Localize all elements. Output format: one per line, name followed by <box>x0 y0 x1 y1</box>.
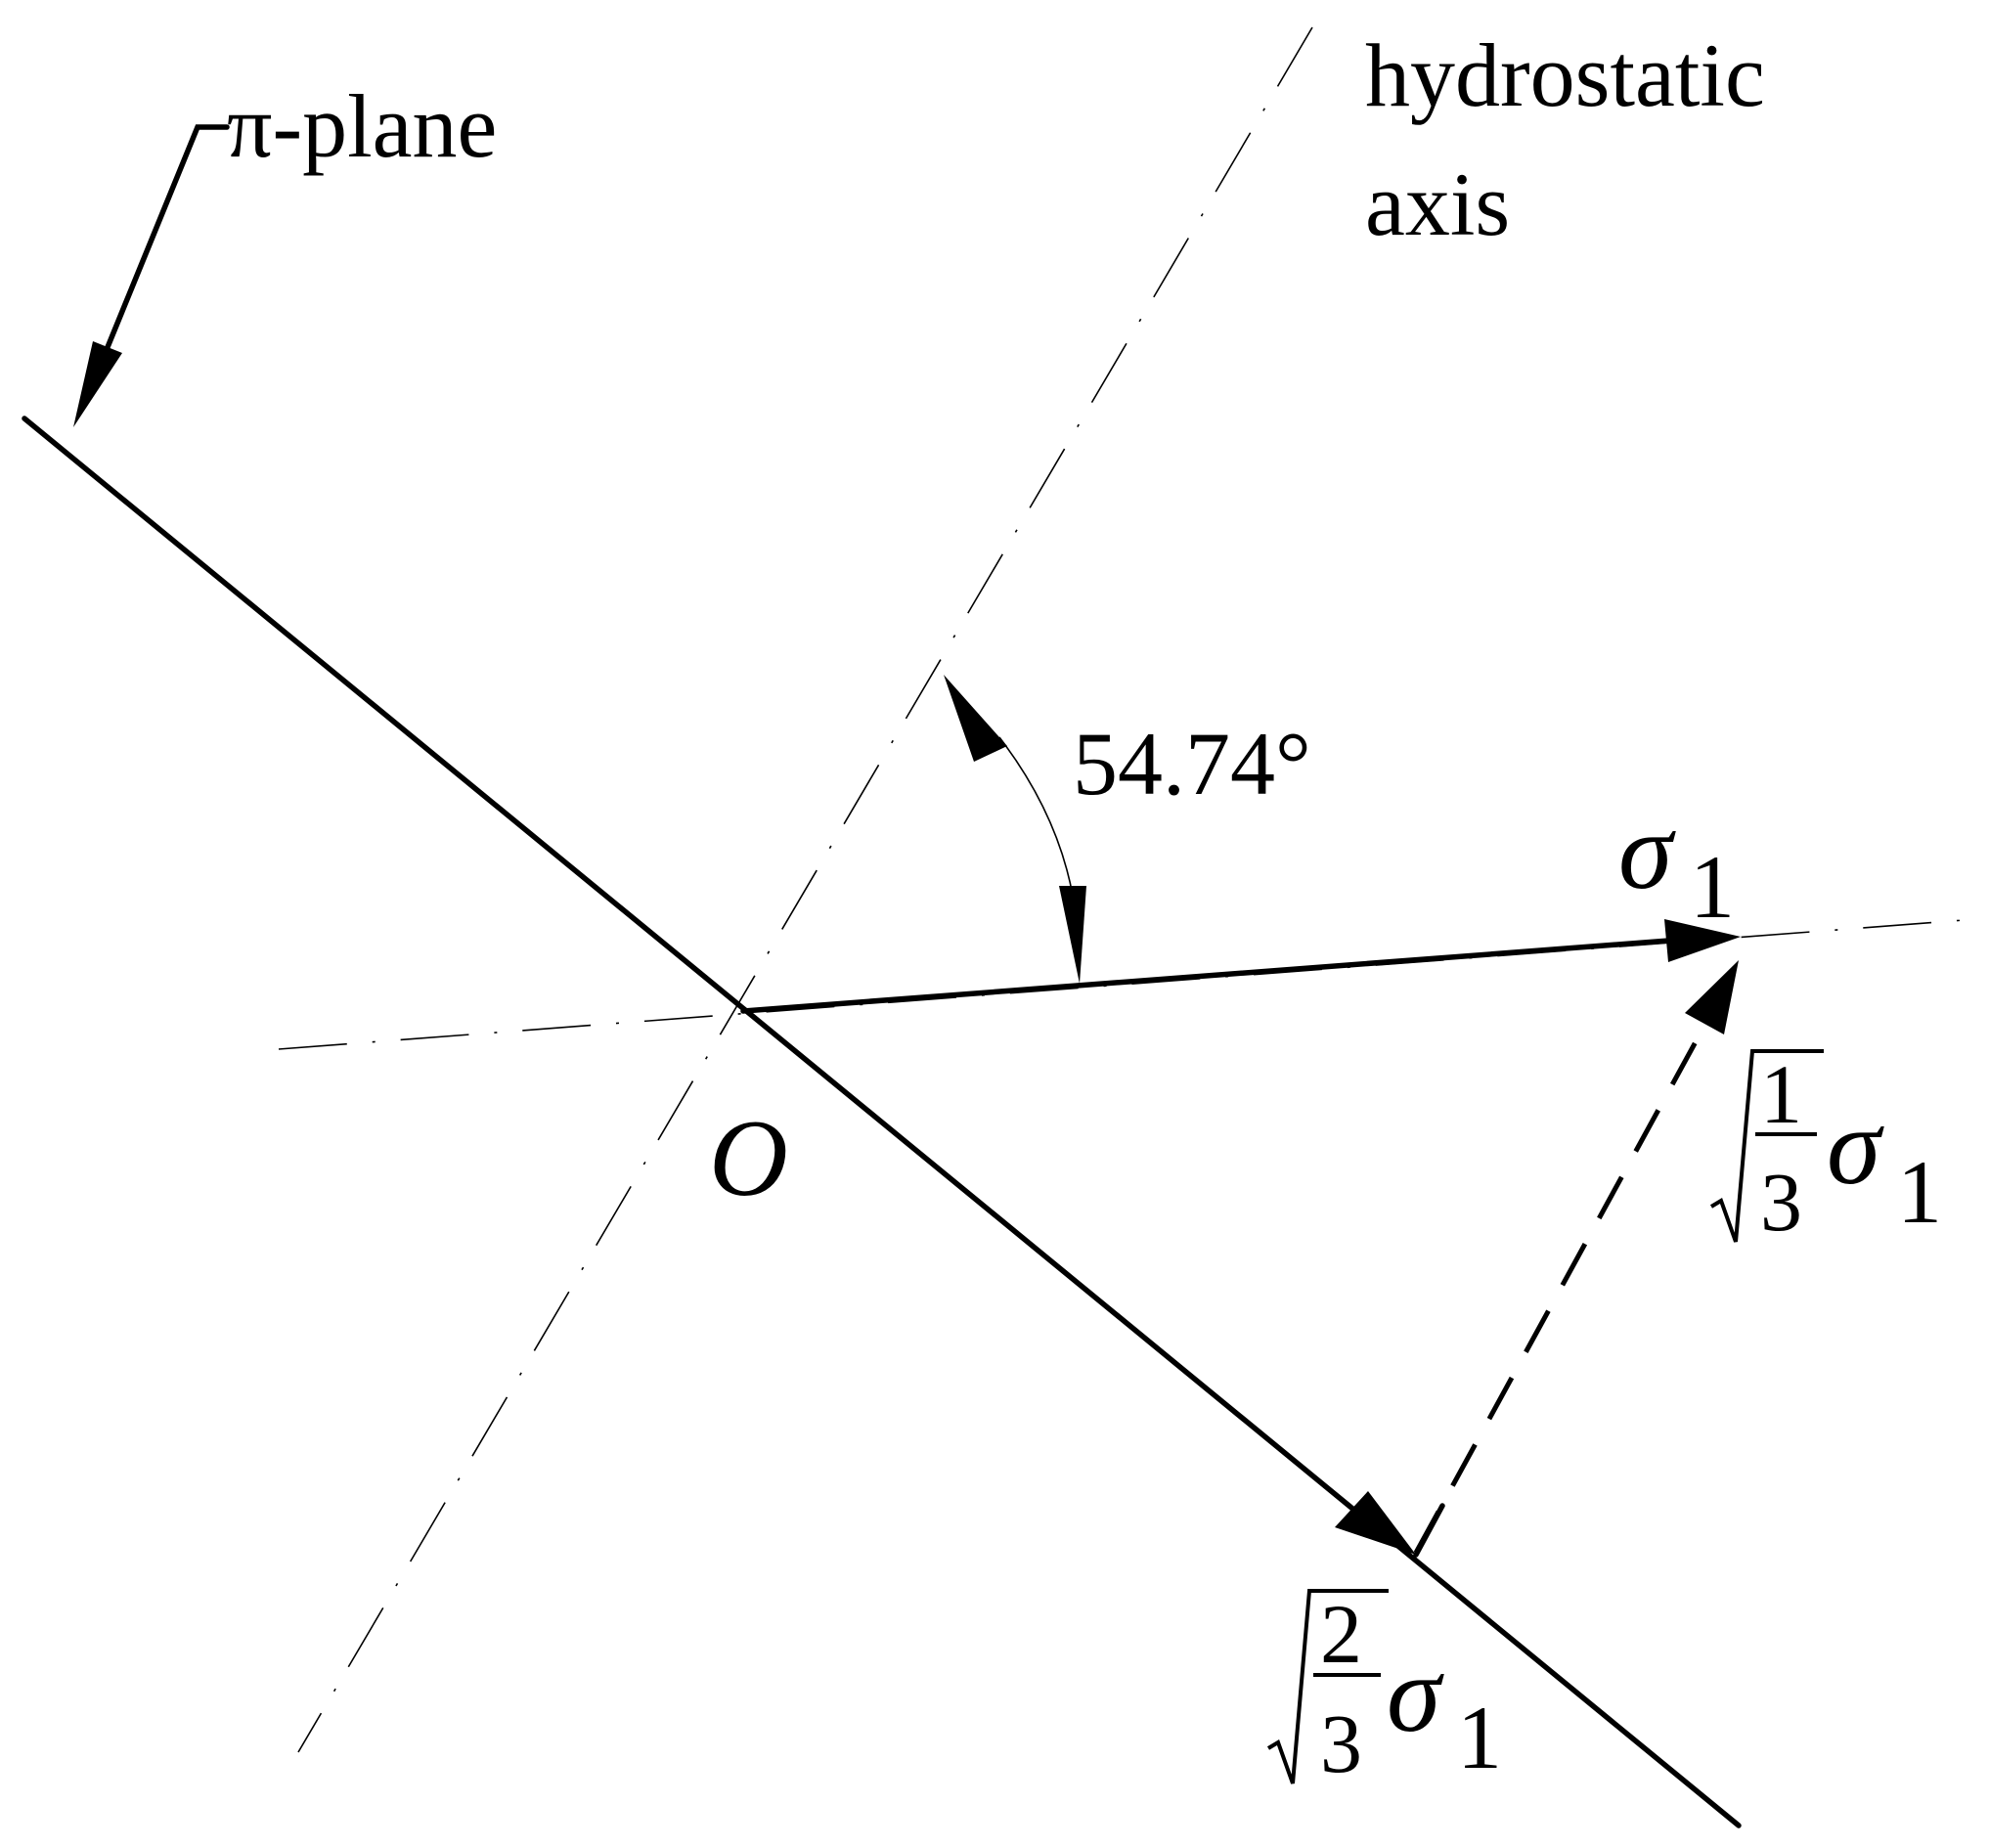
svg-text:1: 1 <box>1457 1688 1502 1787</box>
hydrostatic-component-dashed-line <box>1413 1015 1712 1555</box>
hydrostatic-axis-label-line1: hydrostatic <box>1365 25 1765 125</box>
pi-plane-label: π-plane <box>227 76 497 176</box>
pi-plane-leader-arrowhead <box>73 341 122 427</box>
deviatoric-component-arrowhead <box>1335 1491 1416 1555</box>
svg-text:1: 1 <box>1690 837 1735 937</box>
sigma1-reference-line <box>278 918 1978 1050</box>
pi-plane-line <box>22 416 1742 1828</box>
svg-text:2: 2 <box>1320 1587 1362 1681</box>
angle-arrowhead-lower <box>1059 886 1086 984</box>
hydrostatic-component-arrowhead <box>1685 960 1739 1034</box>
svg-text:3: 3 <box>1320 1696 1362 1790</box>
sqrt-sign-two-thirds <box>1266 1589 1389 1784</box>
svg-text:σ: σ <box>1387 1634 1444 1755</box>
svg-text:1: 1 <box>1897 1142 1942 1242</box>
angle-value-label: 54.74° <box>1073 714 1311 814</box>
hydrostatic-component-tick <box>1413 1503 1445 1558</box>
sqrt-sign-one-third <box>1709 1049 1824 1243</box>
svg-text:1: 1 <box>1760 1047 1802 1141</box>
sigma1-arrowhead <box>1664 919 1741 962</box>
deviatoric-component-label: 2 3 σ 1 <box>1266 1587 1502 1790</box>
pi-plane-leader <box>103 124 230 355</box>
hydrostatic-axis-label-line2: axis <box>1365 154 1510 254</box>
sigma1-vector <box>740 937 1685 1014</box>
svg-text:σ: σ <box>1827 1086 1884 1208</box>
hydrostatic-axis-line <box>297 26 1313 1753</box>
sigma1-label: σ 1 <box>1618 791 1735 937</box>
angle-arrowhead-upper <box>944 675 1007 762</box>
origin-label: O <box>709 1098 788 1219</box>
svg-text:σ: σ <box>1618 791 1676 912</box>
svg-text:3: 3 <box>1760 1155 1802 1249</box>
hydrostatic-component-label: 1 3 σ 1 <box>1709 1047 1942 1249</box>
